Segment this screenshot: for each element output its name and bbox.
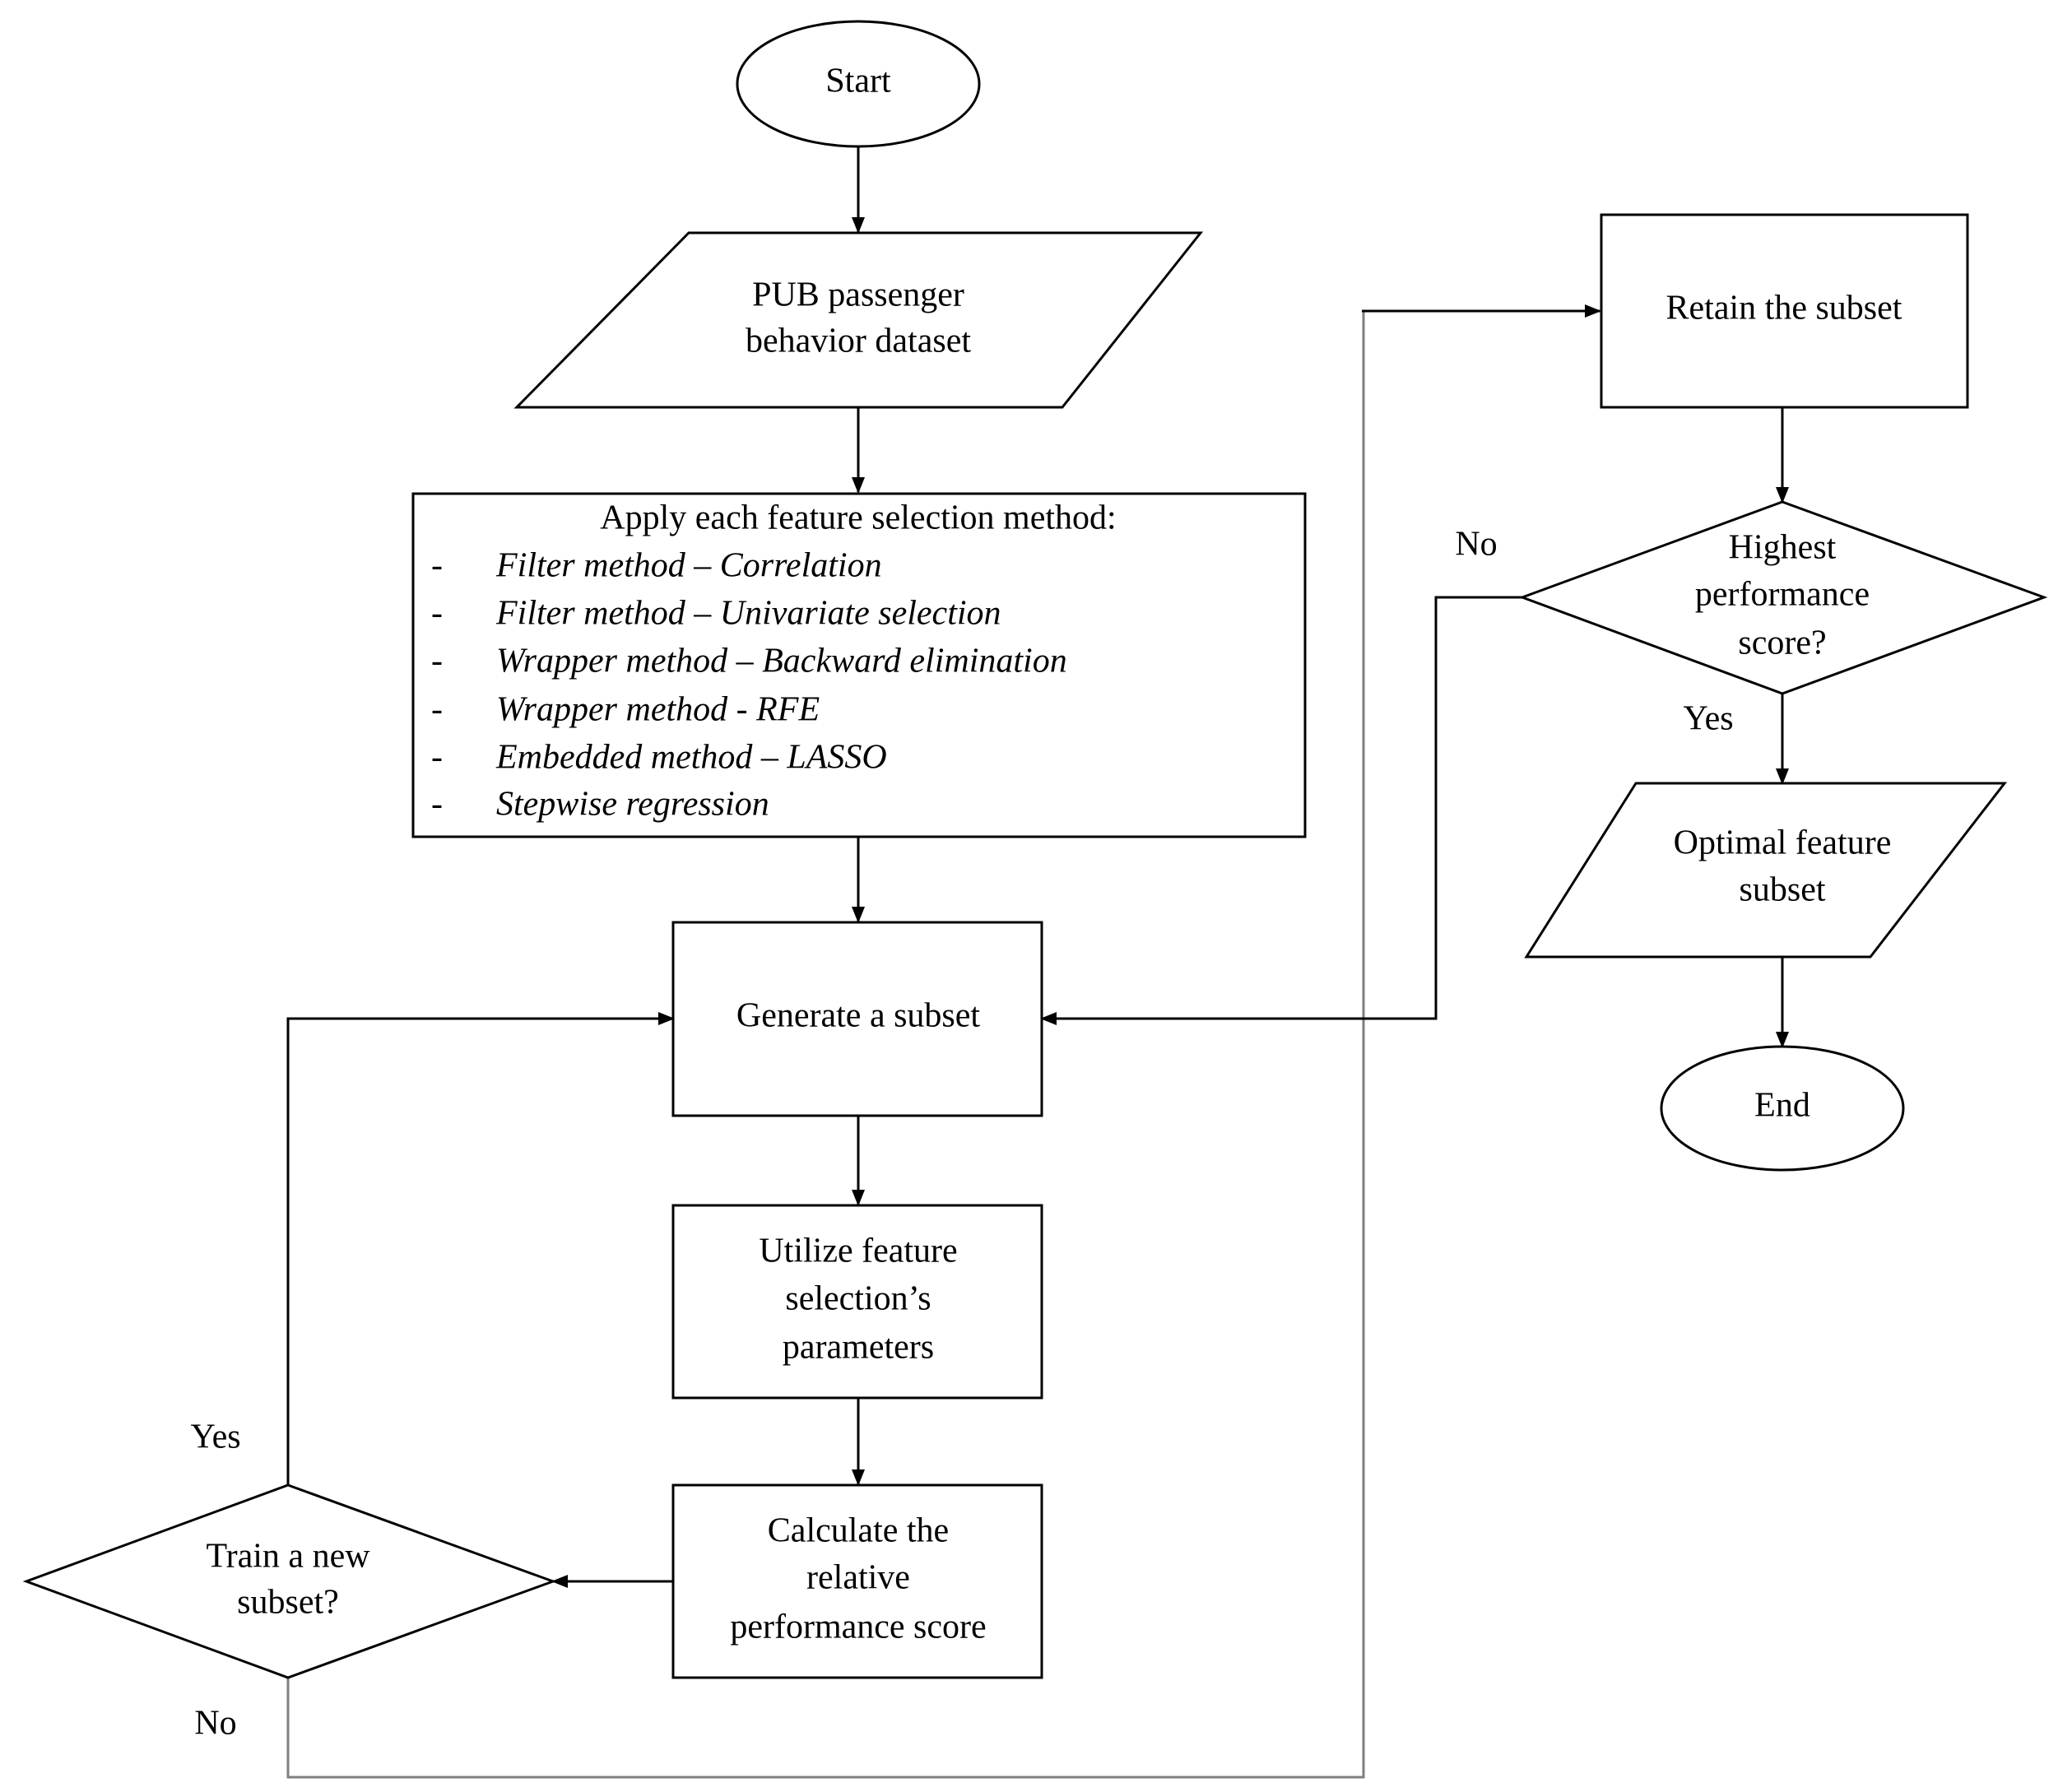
dataset-input xyxy=(513,231,1204,409)
optimal-subset-output xyxy=(1524,782,2008,959)
optimal-label-line1: Optimal feature xyxy=(1674,824,1892,862)
optimal-label-line2: subset xyxy=(1740,871,1826,909)
method-bullet: - xyxy=(431,547,443,585)
method-item: Filter method – Univariate selection xyxy=(495,595,1001,633)
highest-decision-line1: Highest xyxy=(1729,529,1837,567)
highest-score-decision xyxy=(1518,500,2048,695)
utilize-label-line2: selection’s xyxy=(785,1280,931,1318)
calculate-label-line3: performance score xyxy=(730,1609,986,1646)
connector-highest-no-to-generate xyxy=(1040,596,1522,1025)
generate-subset-label: Generate a subset xyxy=(736,997,981,1035)
highest-yes-label: Yes xyxy=(1683,700,1733,738)
method-item: Filter method – Correlation xyxy=(495,547,882,585)
end-label: End xyxy=(1754,1087,1810,1125)
retain-subset-label: Retain the subset xyxy=(1666,290,1902,327)
end-terminal xyxy=(1660,1045,1905,1172)
retain-subset-process xyxy=(1600,213,1969,409)
utilize-label-line3: parameters xyxy=(783,1329,934,1367)
utilize-label-line1: Utilize feature xyxy=(759,1233,957,1270)
train-yes-label: Yes xyxy=(190,1418,240,1456)
method-item: Stepwise regression xyxy=(496,786,769,824)
utilize-parameters-process xyxy=(671,1204,1043,1400)
highest-no-label: No xyxy=(1455,526,1497,564)
method-item: Wrapper method - RFE xyxy=(496,691,820,729)
start-label: Start xyxy=(825,63,891,100)
method-bullet: - xyxy=(431,643,443,680)
train-decision-line1: Train a new xyxy=(206,1538,370,1576)
train-decision-line2: subset? xyxy=(237,1584,339,1622)
calculate-label-line1: Calculate the xyxy=(768,1512,949,1550)
train-no-label: No xyxy=(194,1705,236,1743)
train-new-subset-decision xyxy=(22,1483,557,1679)
method-item: Wrapper method – Backward elimination xyxy=(496,643,1067,680)
method-bullet: - xyxy=(431,595,443,633)
methods-process xyxy=(411,492,1307,838)
methods-heading: Apply each feature selection method: xyxy=(600,499,1116,537)
calculate-score-process xyxy=(671,1483,1043,1679)
method-bullet: - xyxy=(431,786,443,824)
start-terminal xyxy=(736,20,981,148)
connector-train-yes-loop xyxy=(286,1012,675,1485)
dataset-label-line2: behavior dataset xyxy=(746,323,971,360)
highest-decision-line3: score? xyxy=(1738,624,1826,662)
method-item: Embedded method – LASSO xyxy=(495,739,887,777)
connector-train-no-to-retain xyxy=(286,311,1365,1779)
generate-subset-process xyxy=(671,921,1043,1117)
dataset-label-line1: PUB passenger xyxy=(752,276,964,314)
method-bullet: - xyxy=(431,739,443,777)
method-bullet: - xyxy=(431,691,443,729)
highest-decision-line2: performance xyxy=(1695,576,1870,614)
calculate-label-line2: relative xyxy=(806,1559,910,1597)
